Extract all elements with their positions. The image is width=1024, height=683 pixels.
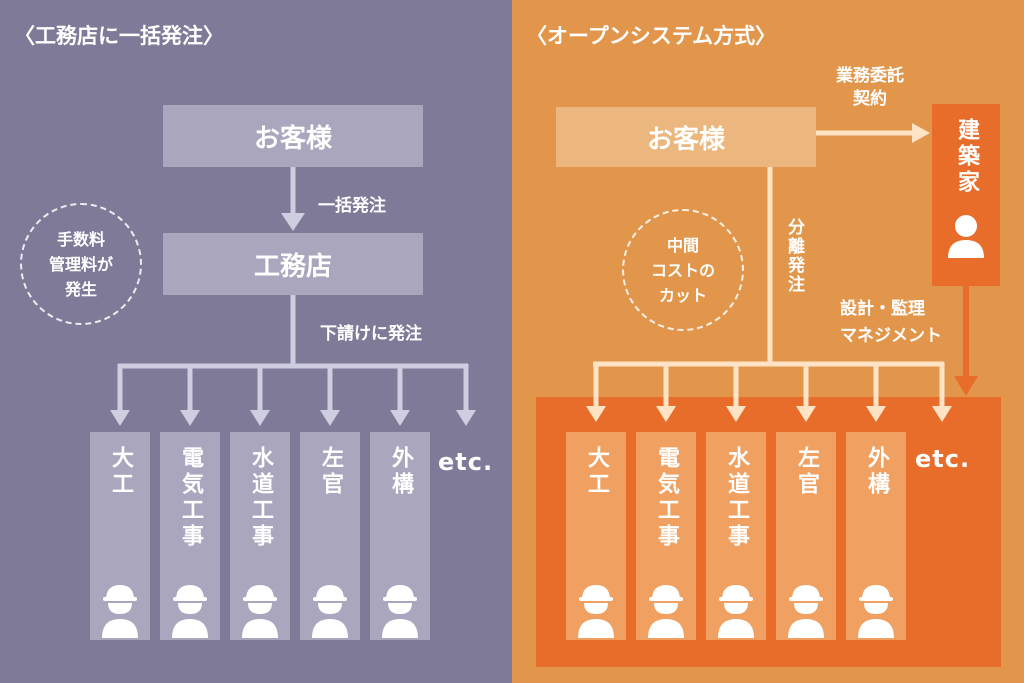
branch-arrow-head	[320, 410, 340, 426]
trade-label: 電気工事	[178, 446, 203, 550]
branch-arrow-head	[180, 410, 200, 426]
right-branch-arrows	[586, 362, 952, 422]
worker-helmet-icon	[578, 585, 614, 638]
trade-label: 左官	[318, 446, 343, 498]
contract-label-line: 契約	[853, 89, 887, 109]
worker-helmet-icon	[242, 585, 278, 638]
trade-column: 電気工事	[636, 432, 696, 640]
branch-arrow-head	[796, 406, 816, 422]
worker-helmet-icon	[718, 585, 754, 638]
trade-column: 電気工事	[160, 432, 220, 640]
trade-label: 大工	[584, 446, 609, 498]
fee-note-line: 管理料が	[48, 254, 113, 274]
trade-label: 大工	[108, 446, 133, 498]
contractor-box: 工務店	[163, 233, 423, 295]
branch-arrow-head	[656, 406, 676, 422]
left-etc-label: etc.	[438, 448, 494, 476]
cost-note-line: 中間	[666, 235, 699, 255]
branch-arrow-head	[932, 406, 952, 422]
trade-column: 左官	[776, 432, 836, 640]
branch-arrow-head	[110, 410, 130, 426]
fee-note-circle: 手数料 管理料が 発生	[20, 203, 142, 325]
left-connectors	[118, 167, 468, 369]
separate-order-label: 分離発注	[784, 218, 804, 294]
right-etc-label: etc.	[915, 445, 971, 473]
worker-helmet-icon	[858, 585, 894, 638]
contract-label: 業務委託 契約	[836, 65, 904, 111]
trade-label: 電気工事	[654, 446, 679, 550]
left-branch-arrows	[110, 364, 476, 426]
design-management-label: 設計・監理 マネジメント	[840, 296, 942, 350]
architect-box: 建築家	[932, 104, 1000, 286]
branch-arrow-head	[586, 406, 606, 422]
fee-note-line: 手数料	[56, 229, 105, 249]
worker-helmet-icon	[648, 585, 684, 638]
branch-arrow-head	[250, 410, 270, 426]
trade-label: 左官	[794, 446, 819, 498]
design-label-line: 設計・監理	[840, 299, 925, 319]
trade-label: 水道工事	[248, 446, 273, 550]
cost-note-line: コストの	[650, 260, 715, 280]
right-connectors	[593, 123, 944, 367]
worker-helmet-icon	[102, 585, 138, 638]
left-client-box: お客様	[163, 105, 423, 167]
trade-column: 左官	[300, 432, 360, 640]
right-heading: 〈オープンシステム方式〉	[526, 24, 777, 48]
fee-note-line: 発生	[64, 279, 97, 299]
trade-column: 水道工事	[230, 432, 290, 640]
branch-arrow-head	[390, 410, 410, 426]
trade-column: 大工	[90, 432, 150, 640]
worker-helmet-icon	[788, 585, 824, 638]
person-icon	[948, 215, 984, 258]
architect-label: 建築家	[954, 118, 979, 196]
worker-helmet-icon	[172, 585, 208, 638]
worker-helmet-icon	[312, 585, 348, 638]
trade-column: 外構	[846, 432, 906, 640]
left-heading: 〈工務店に一括発注〉	[14, 24, 224, 48]
trade-label: 外構	[388, 446, 413, 498]
design-label-line: マネジメント	[840, 326, 942, 346]
trade-column: 外構	[370, 432, 430, 640]
branch-arrow-head	[726, 406, 746, 422]
trade-label: 外構	[864, 446, 889, 498]
bulk-order-label: 一括発注	[318, 196, 386, 216]
subcontract-label: 下請けに発注	[320, 324, 422, 344]
branch-arrow-head	[866, 406, 886, 422]
branch-arrow-head	[456, 410, 476, 426]
trade-column: 大工	[566, 432, 626, 640]
worker-helmet-icon	[382, 585, 418, 638]
contract-label-line: 業務委託	[836, 66, 904, 86]
right-client-box: お客様	[556, 107, 816, 167]
trade-label: 水道工事	[724, 446, 749, 550]
cost-note-circle: 中間 コストの カット	[622, 209, 744, 331]
architect-to-contractors-arrow	[954, 286, 978, 396]
trade-column: 水道工事	[706, 432, 766, 640]
cost-note-line: カット	[658, 285, 707, 305]
